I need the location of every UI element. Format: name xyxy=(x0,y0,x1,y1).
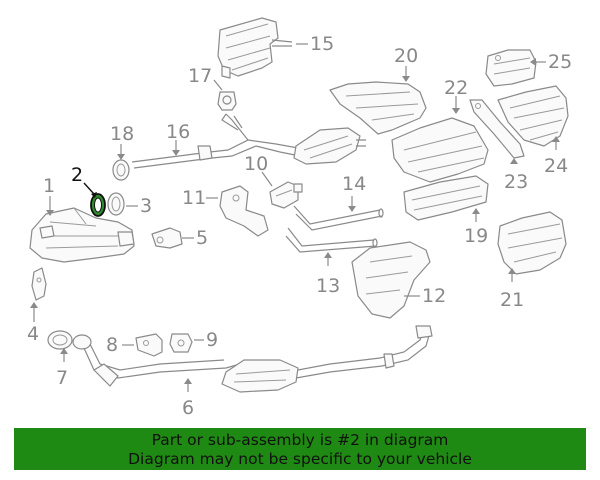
part-3-clamp xyxy=(107,192,125,216)
callout-6: 6 xyxy=(182,397,194,419)
part-13-pipe xyxy=(285,227,378,253)
callout-15: 15 xyxy=(310,33,334,55)
callout-4: 4 xyxy=(27,323,39,345)
part-21-heat-shield xyxy=(497,211,567,275)
callout-21: 21 xyxy=(500,289,524,311)
part-12-heat-shield xyxy=(351,241,431,319)
callout-23: 23 xyxy=(504,171,528,193)
part-16-intermediate-pipe xyxy=(131,113,366,169)
part-25-heat-shield xyxy=(485,49,537,87)
callout-19: 19 xyxy=(464,225,488,247)
info-banner: Part or sub-assembly is #2 in diagram Di… xyxy=(14,428,586,470)
callout-9: 9 xyxy=(206,329,218,351)
part-15-muffler xyxy=(217,17,293,79)
callout-2: 2 xyxy=(71,164,83,186)
callout-24: 24 xyxy=(544,155,568,177)
exhaust-parts-diagram: 15 17 16 18 1 2 xyxy=(27,17,572,419)
callout-7: 7 xyxy=(56,367,68,389)
part-6-front-pipe xyxy=(72,325,433,393)
part-1-catalytic-converter xyxy=(29,207,135,263)
callout-17: 17 xyxy=(188,65,212,87)
callout-12: 12 xyxy=(422,285,446,307)
callout-1: 1 xyxy=(43,175,55,197)
callout-14: 14 xyxy=(342,173,366,195)
part-19-heat-shield xyxy=(403,175,489,221)
banner-line-1: Part or sub-assembly is #2 in diagram xyxy=(151,431,449,449)
part-5-bracket xyxy=(151,227,183,249)
callout-3: 3 xyxy=(140,195,152,217)
part-2-gasket xyxy=(90,193,106,217)
part-22-heat-shield xyxy=(391,117,489,183)
part-9-hanger xyxy=(169,333,193,353)
part-24-heat-shield xyxy=(497,85,569,147)
callout-25: 25 xyxy=(548,51,572,73)
part-8-bracket xyxy=(135,333,163,357)
part-10-hanger-bracket xyxy=(269,181,303,209)
callout-8: 8 xyxy=(106,334,118,356)
part-23-bracket xyxy=(469,99,525,159)
banner-line-2: Diagram may not be specific to your vehi… xyxy=(128,450,472,468)
part-17-hanger xyxy=(217,91,237,111)
part-4-bracket xyxy=(31,267,47,301)
callout-11: 11 xyxy=(182,187,206,209)
callout-5: 5 xyxy=(196,227,208,249)
callout-18: 18 xyxy=(110,123,134,145)
part-14-pipe xyxy=(293,205,384,231)
callout-13: 13 xyxy=(316,275,340,297)
part-20-heat-shield xyxy=(329,81,427,135)
part-18-clamp xyxy=(112,159,130,181)
callout-20: 20 xyxy=(394,45,418,67)
callout-10: 10 xyxy=(244,153,268,175)
part-11-bracket xyxy=(219,185,269,237)
callout-22: 22 xyxy=(444,77,468,99)
callout-16: 16 xyxy=(166,121,190,143)
part-7-clamp xyxy=(47,330,73,350)
